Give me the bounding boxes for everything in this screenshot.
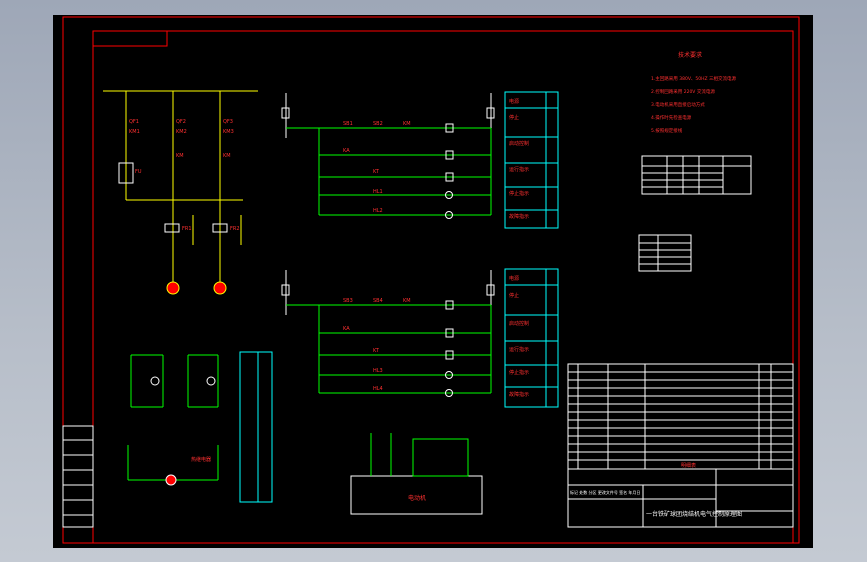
svg-text:KA: KA (343, 326, 350, 332)
svg-text:KT: KT (373, 169, 380, 175)
svg-text:QF2: QF2 (176, 119, 186, 125)
tech-title: 技术要求 (678, 51, 702, 59)
tech-note-3: 3.电动机采用直接启动方式 (651, 101, 705, 108)
tech-note-4: 4.操作时先检查电源 (651, 114, 692, 121)
motor-m2-icon (213, 281, 227, 295)
bom-table: 明细表 (567, 363, 794, 470)
lamp-circuit (127, 445, 219, 486)
svg-text:启动控制: 启动控制 (509, 320, 529, 327)
bom-label: 明细表 (681, 462, 696, 469)
svg-text:停止指示: 停止指示 (509, 369, 529, 376)
svg-text:FR1: FR1 (182, 226, 192, 232)
machine-block: 电动机 (350, 433, 483, 515)
svg-text:停止指示: 停止指示 (509, 190, 529, 197)
svg-text:运行指示: 运行指示 (509, 166, 529, 173)
vertical-label-panel (239, 351, 273, 503)
title-block: 标记 处数 分区 更改文件号 签名 年月日 一台铁矿球团烧结机电气控制原理图 (567, 468, 794, 528)
machine-label: 电动机 (408, 494, 426, 502)
heat-label: 热继电器 (191, 456, 211, 463)
svg-text:停止: 停止 (509, 292, 519, 299)
svg-text:SB1: SB1 (343, 121, 353, 127)
svg-text:HL3: HL3 (373, 368, 383, 374)
svg-text:QF1: QF1 (129, 119, 139, 125)
svg-text:故障指示: 故障指示 (509, 213, 529, 220)
main-power-circuit: QF1 QF2 QF3 KM1 KM2 KM3 FU KM KM FR1 FR2 (103, 90, 258, 295)
schematic-canvas: QF1 QF2 QF3 KM1 KM2 KM3 FU KM KM FR1 FR2 SB1 SB2… (62, 16, 800, 544)
svg-text:KT: KT (373, 348, 380, 354)
svg-text:KM: KM (403, 298, 411, 304)
motor-m1-icon (166, 281, 180, 295)
svg-text:KM2: KM2 (176, 129, 187, 135)
lamp-icon (165, 474, 177, 486)
revision-table (62, 425, 94, 528)
svg-text:SB3: SB3 (343, 298, 353, 304)
svg-text:电源: 电源 (509, 98, 519, 105)
drawing-sheet: QF1 QF2 QF3 KM1 KM2 KM3 FU KM KM FR1 FR2 SB1 SB2… (53, 15, 813, 548)
svg-text:KA: KA (343, 148, 350, 154)
svg-text:KM: KM (403, 121, 411, 127)
svg-text:停止: 停止 (509, 114, 519, 121)
tech-requirements: 技术要求 1.主回路采用 380V、50HZ 三相交流电源 2.控制回路采用 2… (651, 51, 737, 134)
title-block-name: 一台铁矿球团烧结机电气控制原理图 (646, 510, 742, 518)
code-box (92, 30, 168, 47)
svg-text:故障指示: 故障指示 (509, 391, 529, 398)
svg-text:HL4: HL4 (373, 386, 383, 392)
tech-note-2: 2.控制回路采用 220V 交流电源 (651, 88, 715, 95)
svg-text:SB4: SB4 (373, 298, 383, 304)
svg-text:SB2: SB2 (373, 121, 383, 127)
svg-text:QF3: QF3 (223, 119, 233, 125)
tech-note-1: 1.主回路采用 380V、50HZ 三相交流电源 (651, 75, 737, 82)
svg-text:KM3: KM3 (223, 129, 234, 135)
svg-text:KM1: KM1 (129, 129, 140, 135)
svg-text:运行指示: 运行指示 (509, 346, 529, 353)
svg-text:FR2: FR2 (230, 226, 240, 232)
rev-label: 标记 处数 分区 更改文件号 签名 年月日 (570, 489, 640, 495)
svg-text:FU: FU (135, 169, 142, 175)
svg-text:KM: KM (223, 153, 231, 159)
svg-text:KM: KM (176, 153, 184, 159)
fuse-box (118, 162, 134, 184)
svg-text:启动控制: 启动控制 (509, 140, 529, 147)
svg-text:电源: 电源 (509, 275, 519, 282)
svg-text:HL1: HL1 (373, 189, 383, 195)
heat-relay-1 (164, 223, 180, 233)
tech-note-5: 5.按照规定接线 (651, 127, 683, 134)
inner-frame (92, 30, 794, 544)
heater-circuit: 热继电器 (130, 354, 219, 463)
svg-text:HL2: HL2 (373, 208, 383, 214)
heat-relay-2 (212, 223, 228, 233)
relay-table (638, 234, 692, 272)
parameter-table (641, 155, 752, 195)
